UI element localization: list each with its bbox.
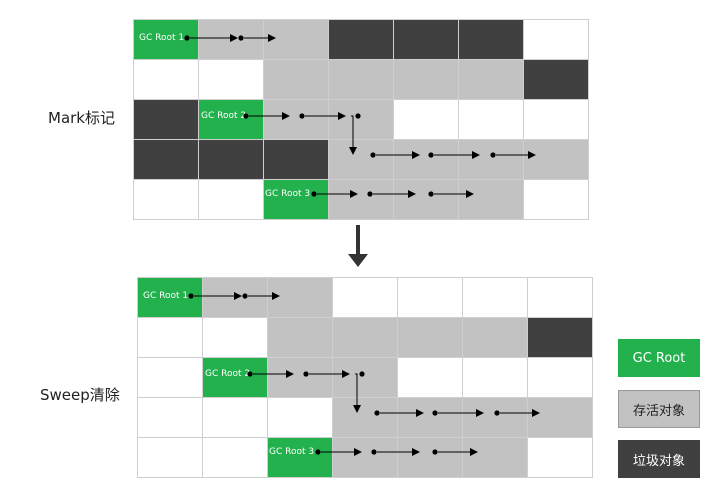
heap-cell [199, 60, 263, 99]
heap-cell [459, 180, 523, 219]
mark-section-label: Mark标记 [48, 109, 115, 127]
heap-cell [394, 140, 458, 179]
heap-cell [203, 398, 267, 437]
heap-cell [329, 100, 393, 139]
heap-cell [394, 180, 458, 219]
heap-cell [264, 100, 328, 139]
heap-cell [268, 398, 332, 437]
gc-root-1-label: GC Root 1 [143, 291, 189, 301]
heap-cell [203, 278, 267, 317]
heap-cell [528, 318, 592, 357]
heap-cell [524, 140, 588, 179]
heap-cell [398, 278, 462, 317]
heap-cell [264, 60, 328, 99]
heap-cell [459, 140, 523, 179]
heap-cell [524, 180, 588, 219]
heap-cell [333, 438, 397, 477]
heap-cell [264, 20, 328, 59]
heap-cell [398, 438, 462, 477]
heap-cell [394, 20, 458, 59]
heap-cell [199, 140, 263, 179]
heap-cell [264, 140, 328, 179]
heap-cell [398, 318, 462, 357]
heap-cell [138, 438, 202, 477]
heap-cell [199, 180, 263, 219]
heap-cell [203, 438, 267, 477]
heap-cell [463, 358, 527, 397]
sweep-section-label: Sweep清除 [40, 386, 120, 404]
heap-cell [528, 438, 592, 477]
gc-root-3-label: GC Root 3 [265, 189, 311, 199]
heap-cell [268, 318, 332, 357]
heap-cell [199, 20, 263, 59]
heap-cell [463, 398, 527, 437]
heap-cell [134, 140, 198, 179]
heap-cell [329, 20, 393, 59]
mark-heap-grid [133, 19, 589, 220]
heap-cell [528, 398, 592, 437]
legend-gc-root: GC Root [618, 339, 700, 377]
gc-root-1-label: GC Root 1 [139, 33, 185, 43]
legend-live-object: 存活对象 [618, 390, 700, 428]
heap-cell [524, 60, 588, 99]
heap-cell [268, 438, 332, 477]
heap-cell [138, 398, 202, 437]
heap-cell [268, 278, 332, 317]
heap-cell [463, 438, 527, 477]
heap-cell [134, 100, 198, 139]
gc-root-3-label: GC Root 3 [269, 447, 315, 457]
heap-cell [524, 20, 588, 59]
heap-cell [329, 60, 393, 99]
heap-cell [333, 318, 397, 357]
heap-cell [463, 278, 527, 317]
heap-cell [329, 180, 393, 219]
heap-cell [329, 140, 393, 179]
heap-cell [398, 398, 462, 437]
heap-cell [459, 100, 523, 139]
heap-cell [203, 318, 267, 357]
heap-cell [333, 358, 397, 397]
heap-cell [398, 358, 462, 397]
heap-cell [203, 358, 267, 397]
heap-cell [463, 318, 527, 357]
heap-cell [268, 358, 332, 397]
heap-cell [459, 60, 523, 99]
heap-cell [134, 180, 198, 219]
gc-root-2-label: GC Root 2 [205, 369, 251, 379]
heap-cell [138, 318, 202, 357]
sweep-heap-grid [137, 277, 593, 478]
legend-garbage-object: 垃圾对象 [618, 440, 700, 478]
heap-cell [528, 278, 592, 317]
heap-cell [134, 60, 198, 99]
heap-cell [528, 358, 592, 397]
heap-cell [199, 100, 263, 139]
heap-cell [138, 358, 202, 397]
heap-cell [394, 60, 458, 99]
heap-cell [333, 398, 397, 437]
heap-cell [394, 100, 458, 139]
heap-cell [264, 180, 328, 219]
heap-cell [459, 20, 523, 59]
heap-cell [333, 278, 397, 317]
heap-cell [524, 100, 588, 139]
gc-root-2-label: GC Root 2 [201, 111, 247, 121]
